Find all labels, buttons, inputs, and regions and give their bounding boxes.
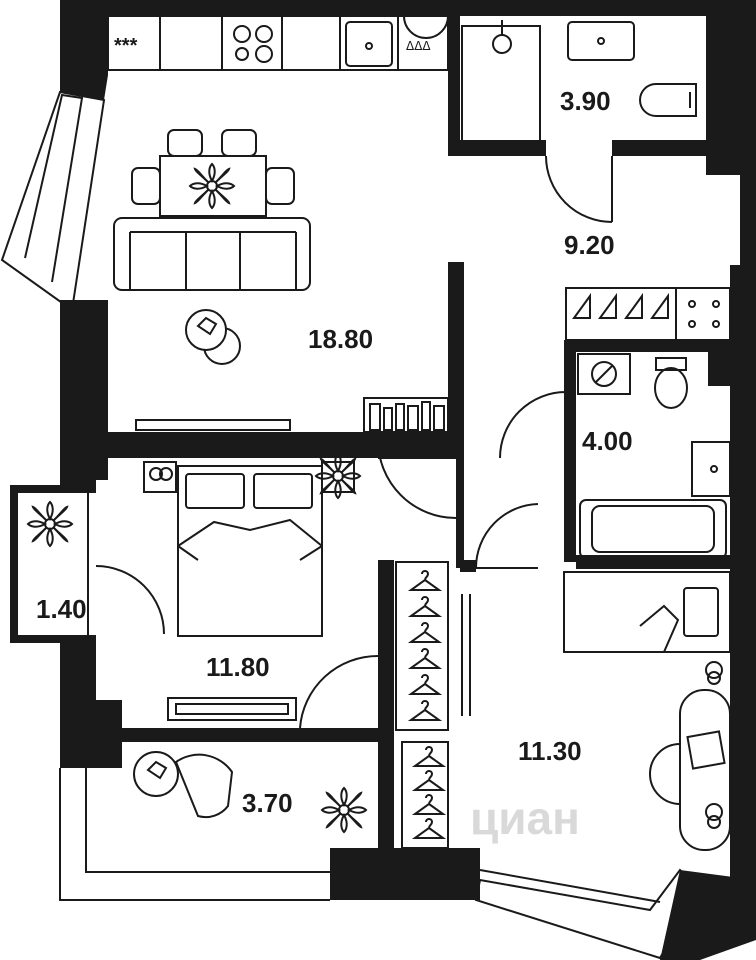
bedroom-furniture (143, 439, 457, 729)
area-kid-room: 11.30 (518, 736, 582, 766)
kitchen-counter (107, 15, 449, 71)
area-bath-small: 4.00 (582, 426, 633, 456)
coffee-table (185, 309, 241, 365)
walls (10, 0, 756, 960)
hall-wardrobe (565, 287, 731, 341)
plant-icon (189, 163, 235, 209)
area-bedroom: 11.80 (206, 652, 270, 682)
area-hall: 9.20 (564, 230, 615, 260)
hangers-bedroom (410, 570, 440, 721)
loggia-left-fixtures (87, 486, 165, 640)
kidroom-furniture (461, 503, 731, 851)
balcony-furniture (133, 751, 234, 819)
sofa (113, 217, 311, 291)
plant-icon-loggia (27, 501, 73, 547)
area-bath-top: 3.90 (560, 86, 611, 116)
plant-icon-balcony (321, 787, 367, 833)
bathroom-top-fixtures (461, 20, 697, 223)
area-living: 18.80 (308, 324, 373, 354)
wardrobe-bedroom (395, 561, 449, 731)
area-balcony: 3.70 (242, 788, 293, 818)
drain-marks: ᐃᐃᐃ (406, 39, 431, 53)
watermark-text: циан (470, 792, 580, 844)
bathroom-small-fixtures (499, 353, 731, 559)
windows (0, 90, 743, 960)
dining-table (131, 129, 295, 217)
wardrobe-kidroom (401, 741, 449, 849)
stove-marks: *** (114, 35, 138, 57)
area-loggia-left: 1.40 (36, 594, 87, 624)
hangers-kidroom (414, 746, 444, 839)
tv-stand (135, 397, 449, 433)
